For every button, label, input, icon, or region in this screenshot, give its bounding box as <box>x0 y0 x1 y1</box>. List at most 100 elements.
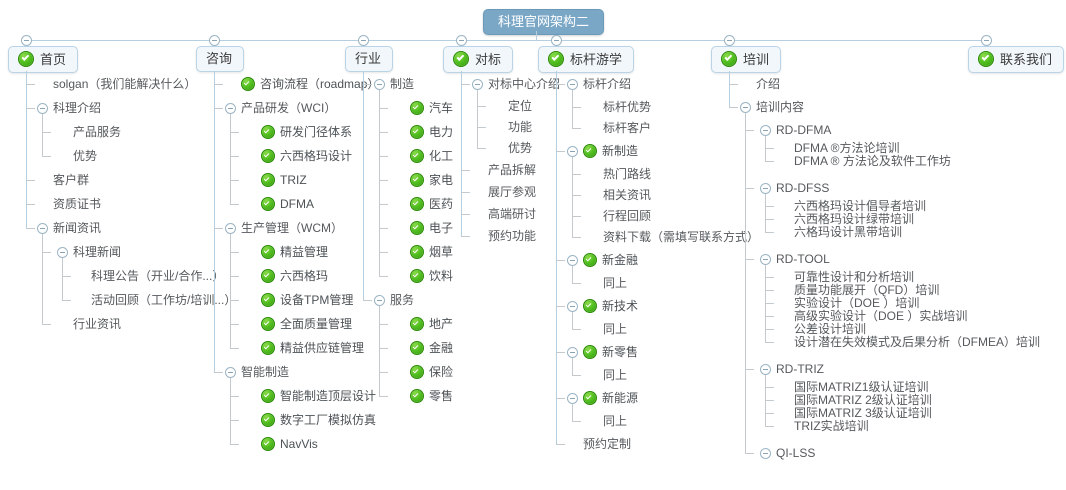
tree-item[interactable]: 智能制造顶层设计 <box>261 389 376 403</box>
collapse-toggle-benchmark[interactable] <box>456 35 467 46</box>
tree-item[interactable]: 展厅参观 <box>488 185 536 199</box>
tree-item[interactable]: 新闻资讯 <box>37 221 101 235</box>
collapse-minus-icon[interactable] <box>567 146 578 157</box>
tree-item[interactable]: 医药 <box>410 197 453 211</box>
tree-item[interactable]: 精益供应链管理 <box>261 341 364 355</box>
tree-item[interactable]: 高端研讨 <box>488 207 536 221</box>
tree-item[interactable]: 研发门径体系 <box>261 125 352 139</box>
collapse-minus-icon[interactable] <box>760 254 771 265</box>
tree-item[interactable]: 电子 <box>410 221 453 235</box>
tree-item[interactable]: 产品拆解 <box>488 163 536 177</box>
tree-item[interactable]: 预约定制 <box>583 437 631 451</box>
tree-item[interactable]: 家电 <box>410 173 453 187</box>
tree-item[interactable]: 公差设计培训 <box>794 322 866 336</box>
tree-item[interactable]: 优势 <box>73 149 97 163</box>
tree-item[interactable]: 介绍 <box>756 77 780 91</box>
tree-item[interactable]: 实验设计（DOE ）培训 <box>794 296 919 310</box>
tree-item[interactable]: 汽车 <box>410 101 453 115</box>
collapse-minus-icon[interactable] <box>37 223 48 234</box>
tree-item[interactable]: 科理介绍 <box>37 101 101 115</box>
collapse-toggle-industry[interactable] <box>358 35 369 46</box>
tree-item[interactable]: 标杆介绍 <box>567 77 631 91</box>
tree-item[interactable]: 生产管理（WCM） <box>225 221 343 235</box>
collapse-minus-icon[interactable] <box>760 125 771 136</box>
tree-item[interactable]: 六西格玛设计绿带培训 <box>794 212 914 226</box>
tree-item[interactable]: 全面质量管理 <box>261 317 352 331</box>
tree-item[interactable]: 功能 <box>508 120 532 134</box>
tree-item[interactable]: 国际MATRIZ1级认证培训 <box>794 380 928 394</box>
tree-item[interactable]: 新零售 <box>567 345 638 359</box>
tree-item[interactable]: 饮料 <box>410 269 453 283</box>
collapse-minus-icon[interactable] <box>760 448 771 459</box>
tree-item[interactable]: 化工 <box>410 149 453 163</box>
collapse-toggle-home[interactable] <box>21 35 32 46</box>
collapse-minus-icon[interactable] <box>760 183 771 194</box>
tree-item[interactable]: 可靠性设计和分析培训 <box>794 270 914 284</box>
tree-item[interactable]: DFMA <box>261 197 314 211</box>
collapse-minus-icon[interactable] <box>472 79 483 90</box>
tree-item[interactable]: TRIZ实战培训 <box>794 419 869 433</box>
collapse-minus-icon[interactable] <box>37 103 48 114</box>
tree-item[interactable]: 对标中心介绍 <box>472 77 560 91</box>
tree-item[interactable]: 培训内容 <box>740 100 804 114</box>
tree-item[interactable]: 科理新闻 <box>57 245 121 259</box>
tree-item[interactable]: 产品研发（WCI） <box>225 101 336 115</box>
collapse-minus-icon[interactable] <box>567 301 578 312</box>
tree-item[interactable]: NavVis <box>261 437 318 451</box>
tree-item[interactable]: 六西格玛设计倡导者培训 <box>794 199 926 213</box>
tree-item[interactable]: 资料下载（需填写联系方式） <box>603 230 759 244</box>
node-studytour[interactable]: 标杆游学 <box>538 46 635 73</box>
tree-item[interactable]: TRIZ <box>261 173 307 187</box>
tree-item[interactable]: RD-DFSS <box>760 181 829 195</box>
collapse-minus-icon[interactable] <box>374 79 385 90</box>
node-contact[interactable]: 联系我们 <box>968 46 1065 73</box>
tree-item[interactable]: 标杆客户 <box>603 121 651 135</box>
tree-item[interactable]: 标杆优势 <box>603 100 651 114</box>
tree-item[interactable]: RD-TOOL <box>760 252 830 266</box>
node-consulting[interactable]: 咨询 <box>196 46 245 72</box>
tree-item[interactable]: 六格玛设计黑带培训 <box>794 225 902 239</box>
tree-item[interactable]: 服务 <box>374 293 414 307</box>
tree-item[interactable]: 设备TPM管理 <box>261 293 353 307</box>
tree-item[interactable]: 质量功能展开（QFD）培训 <box>794 283 939 297</box>
tree-item[interactable]: 高级实验设计（DOE ）实战培训 <box>794 309 967 323</box>
tree-item[interactable]: QI-LSS <box>760 446 815 460</box>
tree-item[interactable]: 资质证书 <box>53 197 101 211</box>
collapse-minus-icon[interactable] <box>225 223 236 234</box>
tree-item[interactable]: 定位 <box>508 99 532 113</box>
tree-item[interactable]: RD-DFMA <box>760 123 831 137</box>
tree-item[interactable]: 保险 <box>410 365 453 379</box>
tree-item[interactable]: 新金融 <box>567 253 638 267</box>
collapse-minus-icon[interactable] <box>567 347 578 358</box>
tree-item[interactable]: solgan（我们能解决什么） <box>53 77 196 91</box>
node-home[interactable]: 首页 <box>8 46 79 73</box>
tree-item[interactable]: 智能制造 <box>225 365 289 379</box>
tree-item[interactable]: 精益管理 <box>261 245 328 259</box>
collapse-minus-icon[interactable] <box>57 247 68 258</box>
collapse-toggle-studytour[interactable] <box>551 35 562 46</box>
tree-item[interactable]: 同上 <box>603 276 627 290</box>
collapse-minus-icon[interactable] <box>740 102 751 113</box>
tree-item[interactable]: 国际MATRIZ 3级认证培训 <box>794 406 932 420</box>
tree-item[interactable]: 客户群 <box>53 173 89 187</box>
tree-item[interactable]: 咨询流程（roadmap） <box>241 77 379 91</box>
collapse-toggle-training[interactable] <box>724 35 735 46</box>
tree-item[interactable]: 设计潜在失效模式及后果分析（DFMEA）培训 <box>794 335 1040 349</box>
collapse-minus-icon[interactable] <box>567 79 578 90</box>
tree-item[interactable]: 制造 <box>374 77 414 91</box>
tree-item[interactable]: 科理公告（开业/合作...） <box>91 269 224 283</box>
collapse-minus-icon[interactable] <box>567 255 578 266</box>
tree-item[interactable]: 烟草 <box>410 245 453 259</box>
tree-item[interactable]: 同上 <box>603 414 627 428</box>
node-training[interactable]: 培训 <box>711 46 782 73</box>
collapse-toggle-contact[interactable] <box>981 35 992 46</box>
tree-item[interactable]: 相关资讯 <box>603 188 651 202</box>
tree-item[interactable]: RD-TRIZ <box>760 362 824 376</box>
tree-item[interactable]: DFMA ®方法论培训 <box>794 141 900 155</box>
tree-item[interactable]: 零售 <box>410 389 453 403</box>
tree-item[interactable]: DFMA ® 方法论及软件工作坊 <box>794 154 951 168</box>
collapse-toggle-consulting[interactable] <box>209 35 220 46</box>
tree-item[interactable]: 数字工厂模拟仿真 <box>261 413 376 427</box>
tree-item[interactable]: 产品服务 <box>73 125 121 139</box>
collapse-minus-icon[interactable] <box>225 367 236 378</box>
